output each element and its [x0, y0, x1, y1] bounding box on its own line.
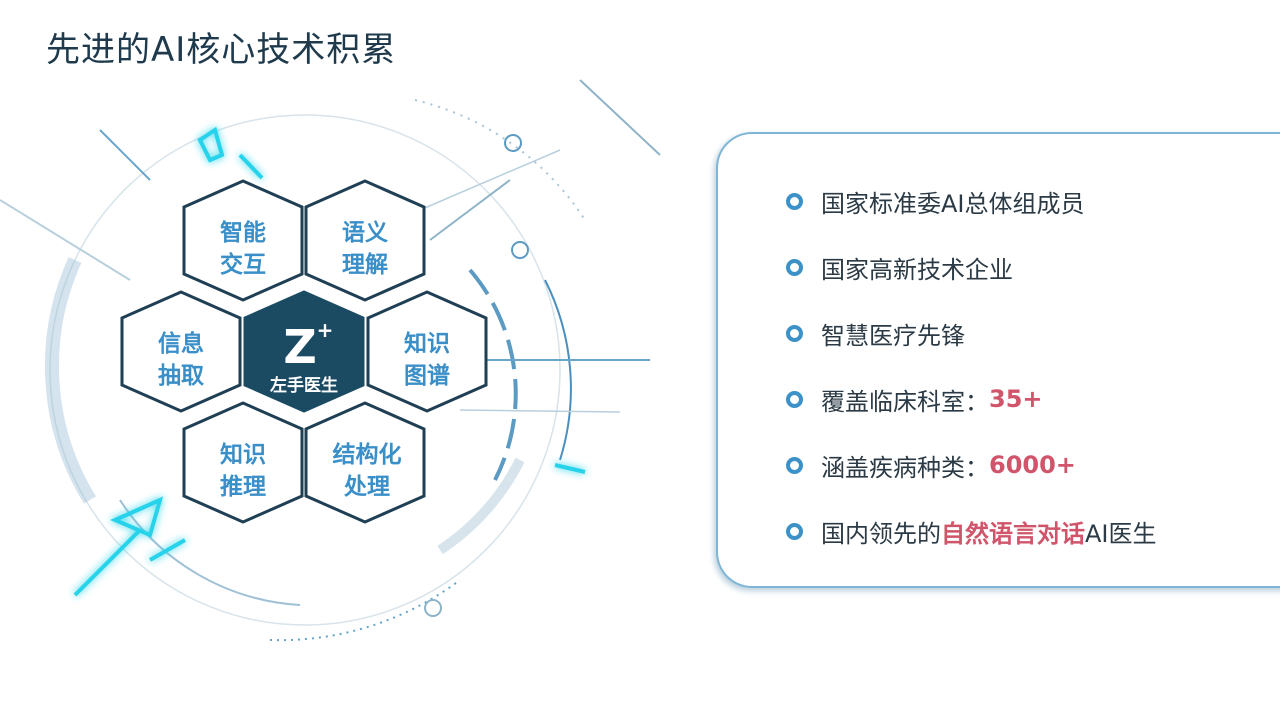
hex-smart-interaction [182, 179, 304, 302]
bullet-icon [786, 522, 803, 540]
hex-knowledge-reasoning [182, 401, 304, 524]
features-list: 国家标准委AI总体组成员 国家高新技术企业 智慧医疗先锋 覆盖临床科室： 35+… [786, 168, 1157, 564]
company-logo: Z + 左手医生 [270, 318, 338, 396]
hex-label: 理解 [342, 251, 388, 278]
hex-label: 知识 [404, 330, 450, 357]
list-item: 涵盖疾病种类： 6000+ [786, 432, 1157, 498]
feature-highlight: 6000+ [989, 451, 1076, 479]
bullet-icon [786, 390, 803, 408]
tech-graphic: 智能 交互 语义 理解 信息 抽取 知识 图谱 知识 推理 结构化 处理 Z +… [0, 79, 661, 642]
glow-accents-decoration [73, 126, 586, 597]
feature-text: 国家高新技术企业 [821, 255, 1013, 284]
logo-name: 左手医生 [270, 375, 338, 396]
features-panel [716, 132, 1280, 588]
hex-info-extraction [120, 290, 242, 413]
list-item: 国家高新技术企业 [786, 234, 1157, 300]
hex-logo-center [243, 290, 365, 413]
bullet-icon [786, 258, 803, 276]
hex-label: 抽取 [158, 363, 204, 389]
hex-label: 结构化 [333, 441, 402, 468]
list-item: 智慧医疗先锋 [786, 300, 1157, 366]
feature-text: 涵盖疾病种类： [821, 453, 989, 482]
hex-knowledge-graph [366, 290, 488, 413]
list-item: 覆盖临床科室： 35+ [786, 366, 1157, 432]
bullet-icon [786, 324, 803, 342]
feature-text: 国家标准委AI总体组成员 [821, 189, 1085, 218]
list-item: 国家标准委AI总体组成员 [786, 168, 1157, 234]
bullet-icon [786, 192, 803, 210]
hexagon-cluster [120, 179, 488, 524]
hex-label: 智能 [220, 219, 266, 246]
hex-label: 交互 [220, 251, 266, 278]
hex-label: 信息 [158, 330, 204, 357]
tech-rings-decoration [0, 79, 661, 642]
hex-semantic-understanding [304, 179, 426, 302]
feature-highlight: 35+ [989, 385, 1043, 413]
feature-text: 智慧医疗先锋 [821, 321, 965, 350]
feature-text: 国内领先的 [821, 519, 941, 548]
hex-label: 语义 [342, 220, 388, 246]
bullet-icon [786, 456, 803, 474]
hex-structured-processing [304, 401, 426, 524]
logo-plus: + [317, 318, 334, 342]
page-title: 先进的AI核心技术积累 [46, 30, 397, 70]
hex-label: 处理 [343, 474, 390, 500]
hex-label: 图谱 [404, 362, 450, 389]
feature-text: 覆盖临床科室： [821, 387, 989, 416]
logo-mark: Z [283, 320, 316, 374]
feature-suffix: AI医生 [1085, 519, 1157, 548]
hex-label: 知识 [220, 441, 266, 468]
hex-label: 推理 [220, 474, 266, 500]
feature-highlight: 自然语言对话 [941, 519, 1085, 548]
list-item: 国内领先的 自然语言对话 AI医生 [786, 498, 1157, 564]
